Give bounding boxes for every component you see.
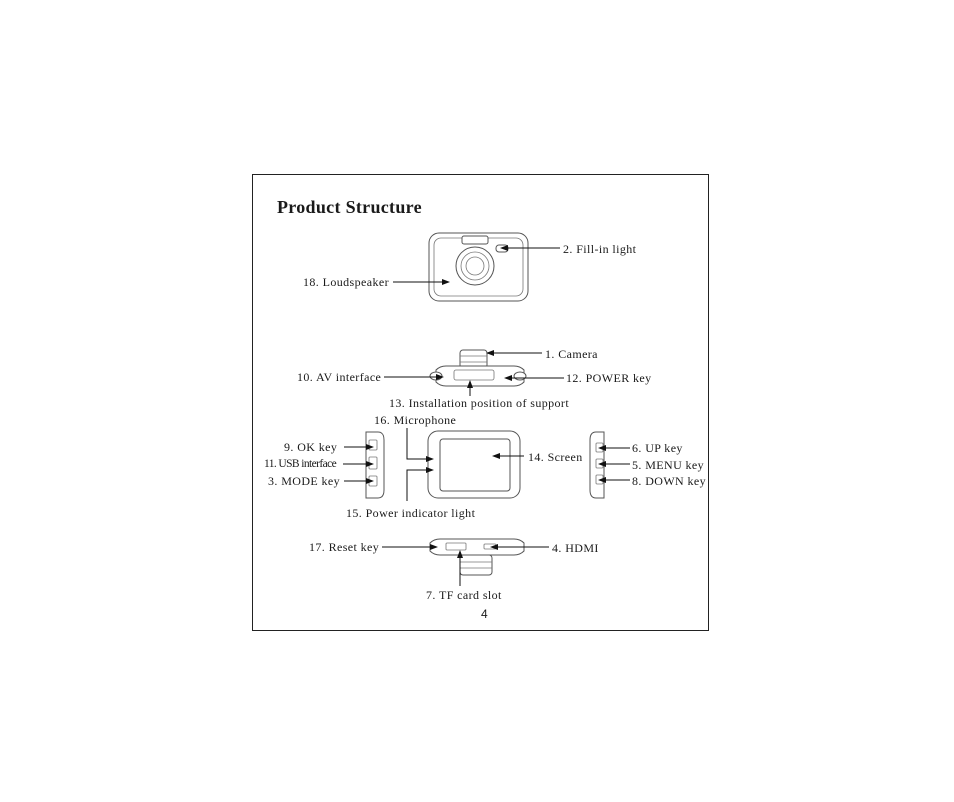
label-usb-interface: 11. USB interface xyxy=(264,458,337,470)
label-down-key: 8. DOWN key xyxy=(632,474,707,488)
label-power-indicator: 15. Power indicator light xyxy=(346,506,476,520)
label-installation-support: 13. Installation position of support xyxy=(389,396,570,410)
leader-arrows xyxy=(343,245,630,586)
camera-top-view xyxy=(429,349,527,387)
label-av-interface: 10. AV interface xyxy=(297,370,382,384)
manual-page-frame xyxy=(252,174,709,631)
label-fill-in-light: 2. Fill-in light xyxy=(563,242,637,256)
label-screen: 14. Screen xyxy=(528,450,583,464)
label-mode-key: 3. MODE key xyxy=(268,474,341,488)
label-menu-key: 5. MENU key xyxy=(632,458,705,472)
label-tf-card-slot: 7. TF card slot xyxy=(426,588,502,602)
page-number: 4 xyxy=(481,607,488,621)
label-up-key: 6. UP key xyxy=(632,441,683,455)
camera-back-view xyxy=(427,430,521,499)
camera-bottom-view xyxy=(429,538,525,576)
label-ok-key: 9. OK key xyxy=(284,440,338,454)
camera-front-view xyxy=(428,232,529,302)
page-title: Product Structure xyxy=(277,197,422,217)
label-hdmi: 4. HDMI xyxy=(552,541,599,555)
label-reset-key: 17. Reset key xyxy=(309,540,380,554)
label-camera: 1. Camera xyxy=(545,347,598,361)
label-power-key: 12. POWER key xyxy=(566,371,652,385)
label-loudspeaker: 18. Loudspeaker xyxy=(303,275,389,289)
label-microphone: 16. Microphone xyxy=(374,413,457,427)
